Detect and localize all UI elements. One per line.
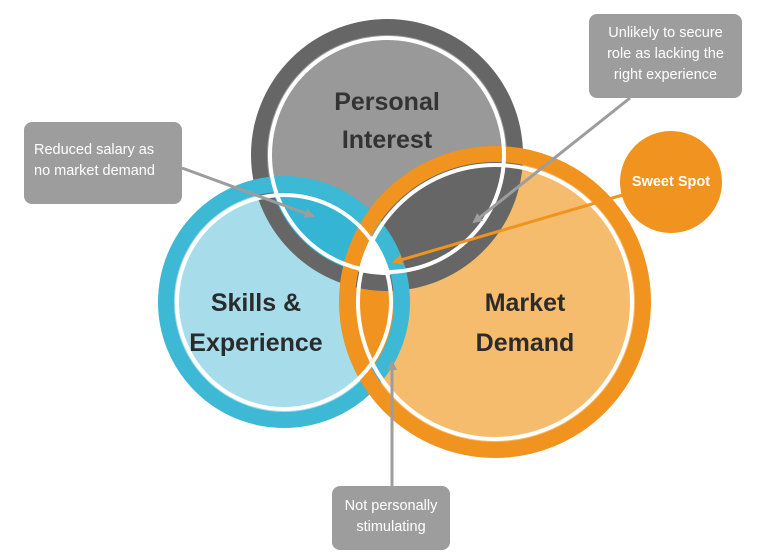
- experience-callout-line2: role as lacking the: [607, 46, 724, 62]
- experience-callout-line1: Unlikely to secure: [608, 25, 723, 41]
- skills-experience-title-line2: Experience: [189, 329, 323, 357]
- stimulating-callout-line2: stimulating: [356, 519, 426, 535]
- salary-callout: Reduced salary as no market demand: [24, 122, 182, 204]
- sweet-spot-arrow: [392, 192, 627, 265]
- personal-interest-title-line2: Interest: [342, 126, 433, 154]
- salary-arrow: [181, 166, 315, 218]
- experience-arrow: [472, 96, 631, 224]
- salary-callout-line2: no market demand: [34, 163, 155, 179]
- skills-experience-title-line1: Skills &: [211, 289, 301, 317]
- salary-callout-line1: Reduced salary as: [34, 142, 155, 158]
- sweet-spot-label: Sweet Spot: [631, 174, 711, 190]
- sweet-spot-badge: Sweet Spot: [620, 131, 722, 233]
- market-demand-title-line1: Market: [485, 289, 566, 317]
- stimulating-callout: Not personally stimulating: [332, 486, 450, 550]
- stimulating-callout-line1: Not personally: [344, 498, 438, 514]
- experience-callout-line3: right experience: [613, 67, 718, 83]
- market-demand-title-line2: Demand: [476, 329, 575, 357]
- personal-interest-title-line1: Personal: [334, 88, 440, 116]
- overlap-interest-skills: [259, 184, 402, 283]
- experience-callout: Unlikely to secure role as lacking the r…: [589, 14, 742, 98]
- overlap-interest-demand: [347, 154, 515, 283]
